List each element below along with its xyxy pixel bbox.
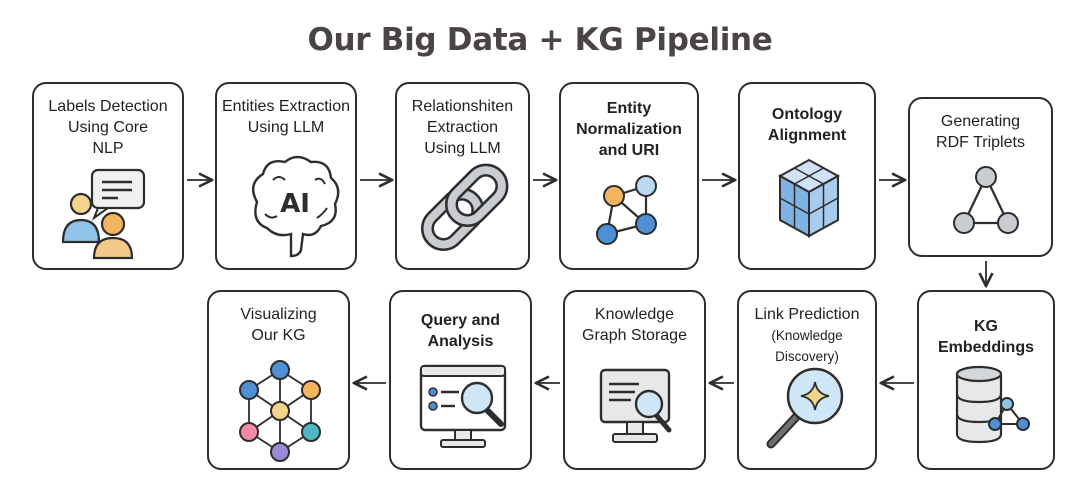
step-generating-rdf-triplets: Generating RDF Triplets (908, 97, 1053, 257)
step-knowledge-graph-storage: Knowledge Graph Storage (563, 290, 706, 470)
step-entities-extraction: Entities Extraction Using LLM AI (215, 82, 357, 270)
dashboard-search-icon (419, 364, 507, 448)
step-link-prediction: Link Prediction (Knowledge Discovery) (737, 290, 877, 470)
step-label: Knowledge Graph Storage (582, 306, 687, 344)
step-label: Labels Detection Using Core NLP (48, 98, 168, 157)
diagram-title: Our Big Data + KG Pipeline (307, 22, 773, 58)
step-kg-embeddings: KG Embeddings (917, 290, 1055, 470)
chain-link-icon (420, 163, 509, 252)
step-label: KG Embeddings (937, 318, 1034, 356)
triangle-graph-icon (953, 166, 1019, 234)
database-graph-icon (955, 365, 1030, 444)
step-label: Ontology Alignment (767, 106, 847, 144)
step-labels-detection: Labels Detection Using Core NLP (32, 82, 184, 270)
step-label: Link Prediction (Knowledge Discovery) (754, 306, 860, 364)
step-label: Entity Normalization and URI (576, 100, 682, 159)
svg-text:AI: AI (280, 189, 310, 219)
magnifier-sparkle-icon (766, 367, 844, 449)
people-chat-icon (61, 168, 146, 260)
step-label: Generating RDF Triplets (936, 113, 1025, 151)
step-label: Entities Extraction Using LLM (221, 98, 351, 136)
step-relationship-extraction: Relationshiten Extraction Using LLM (395, 82, 530, 270)
step-entity-normalization: Entity Normalization and URI (559, 82, 699, 270)
step-ontology-alignment: Ontology Alignment (738, 82, 876, 270)
network-graph-icon (239, 360, 321, 462)
step-query-and-analysis: Query and Analysis (389, 290, 532, 470)
graph-nodes-icon (596, 175, 657, 245)
step-label: Relationshiten Extraction Using LLM (411, 98, 514, 157)
monitor-search-icon (599, 368, 672, 443)
cube-icon (777, 158, 841, 238)
ai-brain-icon: AI (251, 155, 340, 258)
step-visualizing-our-kg: Visualizing Our KG (207, 290, 350, 470)
step-label: Visualizing Our KG (240, 306, 317, 344)
step-label: Query and Analysis (420, 312, 501, 350)
